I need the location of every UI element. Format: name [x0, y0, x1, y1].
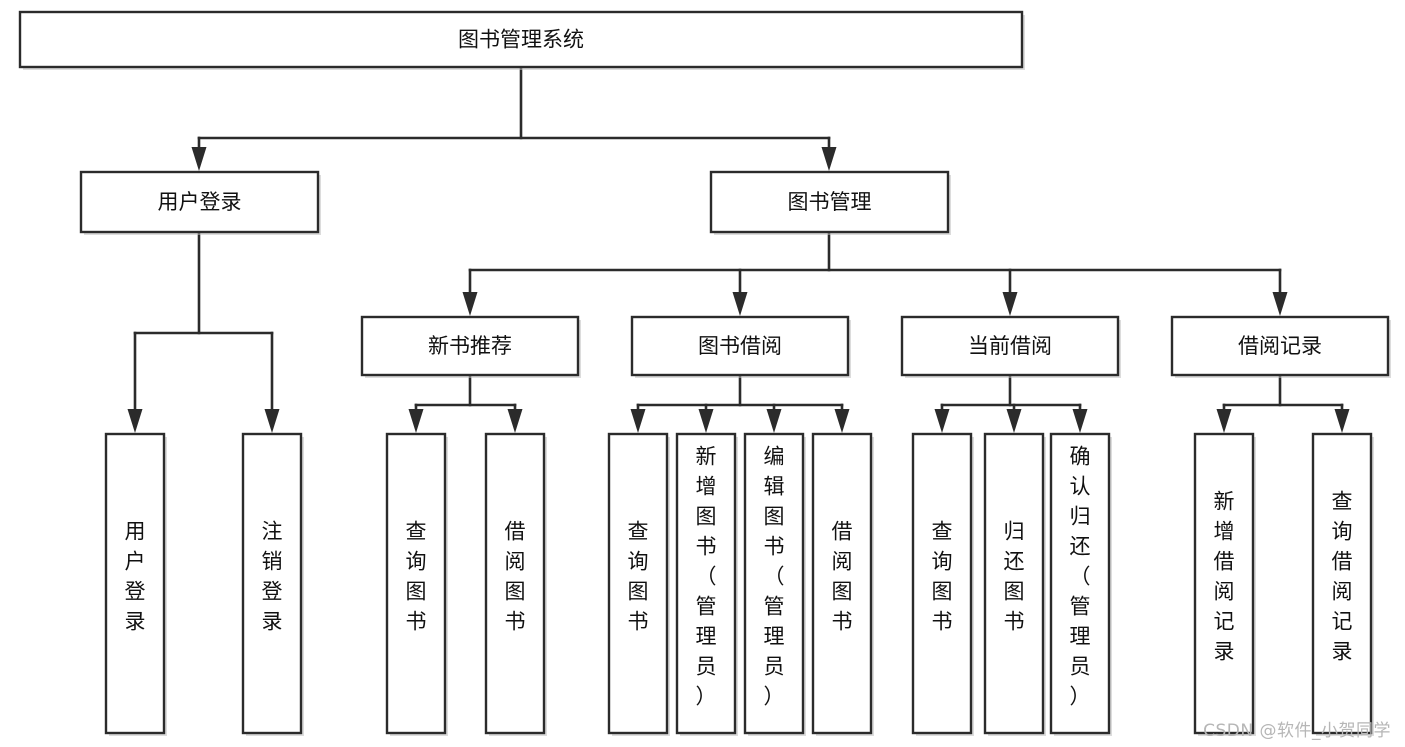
- node-label: 查询借阅记录: [1332, 490, 1353, 664]
- node-border: [630, 315, 850, 377]
- node-border: [1193, 432, 1255, 735]
- node-border: [675, 432, 737, 735]
- node-leaf-return-book[interactable]: 归还图书: [983, 432, 1046, 736]
- connector-new-book-recommend-bus: [408, 373, 523, 433]
- node-border: [1170, 315, 1390, 377]
- arrow-head-icon: [127, 409, 143, 433]
- node-label: 用户登录: [125, 520, 146, 634]
- node-book-manage[interactable]: 图书管理: [709, 170, 951, 235]
- node-border: [983, 432, 1045, 735]
- node-leaf-query-book-recommend[interactable]: 查询图书: [385, 432, 448, 736]
- node-border: [241, 432, 303, 735]
- node-border: [360, 315, 580, 377]
- arrow-head-icon: [1216, 409, 1232, 433]
- arrow-head-icon: [821, 147, 837, 171]
- node-label: 新增图书（管理员）: [696, 445, 717, 709]
- node-border: [484, 432, 546, 735]
- node-user-login[interactable]: 用户登录: [79, 170, 321, 235]
- connector-current-borrow-bus: [934, 373, 1088, 433]
- node-label: 借阅图书: [832, 520, 853, 634]
- node-label: 图书管理: [788, 190, 872, 214]
- node-border: [900, 315, 1120, 377]
- node-border: [1049, 432, 1111, 735]
- node-root[interactable]: 图书管理系统: [18, 10, 1025, 70]
- node-border: [79, 170, 320, 234]
- node-border: [709, 170, 950, 234]
- node-border: [911, 432, 973, 735]
- node-label: 借阅图书: [505, 520, 526, 634]
- arrow-head-icon: [462, 292, 478, 316]
- node-leaf-user-login[interactable]: 用户登录: [104, 432, 167, 736]
- node-leaf-edit-book-admin[interactable]: 编辑图书（管理员）: [743, 432, 806, 736]
- node-leaf-logout[interactable]: 注销登录: [241, 432, 304, 736]
- node-label: 图书借阅: [698, 334, 782, 358]
- arrow-head-icon: [1002, 292, 1018, 316]
- node-label: 当前借阅: [968, 334, 1052, 358]
- node-leaf-add-book-admin[interactable]: 新增图书（管理员）: [675, 432, 738, 736]
- arrow-head-icon: [507, 409, 523, 433]
- node-current-borrow[interactable]: 当前借阅: [900, 315, 1121, 378]
- arrow-head-icon: [834, 409, 850, 433]
- node-border: [385, 432, 447, 735]
- node-label: 编辑图书（管理员）: [764, 445, 785, 709]
- arrow-head-icon: [766, 409, 782, 433]
- node-leaf-query-book-borrow[interactable]: 查询图书: [607, 432, 670, 736]
- arrow-head-icon: [698, 409, 714, 433]
- node-borrow-record[interactable]: 借阅记录: [1170, 315, 1391, 378]
- node-leaf-add-borrow-record[interactable]: 新增借阅记录: [1193, 432, 1256, 736]
- node-new-book-recommend[interactable]: 新书推荐: [360, 315, 581, 378]
- node-label: 新增借阅记录: [1214, 490, 1235, 664]
- node-label: 查询图书: [932, 520, 953, 634]
- node-layer: 图书管理系统用户登录图书管理新书推荐图书借阅当前借阅借阅记录用户登录注销登录查询…: [18, 10, 1391, 736]
- node-leaf-borrow-book-recommend[interactable]: 借阅图书: [484, 432, 547, 736]
- node-leaf-query-borrow-record[interactable]: 查询借阅记录: [1311, 432, 1374, 736]
- connector-user-login-bus: [127, 230, 280, 433]
- node-border: [811, 432, 873, 735]
- node-border: [743, 432, 805, 735]
- node-leaf-borrow-book[interactable]: 借阅图书: [811, 432, 874, 736]
- node-book-borrow[interactable]: 图书借阅: [630, 315, 851, 378]
- node-label: 新书推荐: [428, 334, 512, 358]
- node-label: 确认归还（管理员）: [1070, 445, 1091, 709]
- arrow-head-icon: [1334, 409, 1350, 433]
- arrow-head-icon: [1006, 409, 1022, 433]
- node-border: [104, 432, 166, 735]
- node-leaf-query-book-current[interactable]: 查询图书: [911, 432, 974, 736]
- node-label: 图书管理系统: [458, 28, 584, 52]
- node-border: [18, 10, 1024, 69]
- arrow-head-icon: [191, 147, 207, 171]
- node-label: 用户登录: [158, 190, 242, 214]
- node-label: 查询图书: [406, 520, 427, 634]
- node-label: 借阅记录: [1238, 334, 1322, 358]
- arrow-head-icon: [1272, 292, 1288, 316]
- node-label: 归还图书: [1004, 520, 1025, 634]
- connector-borrow-record-bus: [1216, 373, 1350, 433]
- arrow-head-icon: [264, 409, 280, 433]
- node-leaf-confirm-return-admin[interactable]: 确认归还（管理员）: [1049, 432, 1112, 736]
- connector-book-manage-bus: [462, 230, 1288, 316]
- node-border: [607, 432, 669, 735]
- node-border: [1311, 432, 1373, 735]
- connector-root-bus: [191, 65, 837, 171]
- arrow-head-icon: [732, 292, 748, 316]
- node-label: 查询图书: [628, 520, 649, 634]
- connector-layer: [127, 65, 1350, 433]
- arrow-head-icon: [630, 409, 646, 433]
- connector-book-borrow-bus: [630, 373, 850, 433]
- arrow-head-icon: [408, 409, 424, 433]
- arrow-head-icon: [1072, 409, 1088, 433]
- arrow-head-icon: [934, 409, 950, 433]
- node-label: 注销登录: [262, 520, 283, 634]
